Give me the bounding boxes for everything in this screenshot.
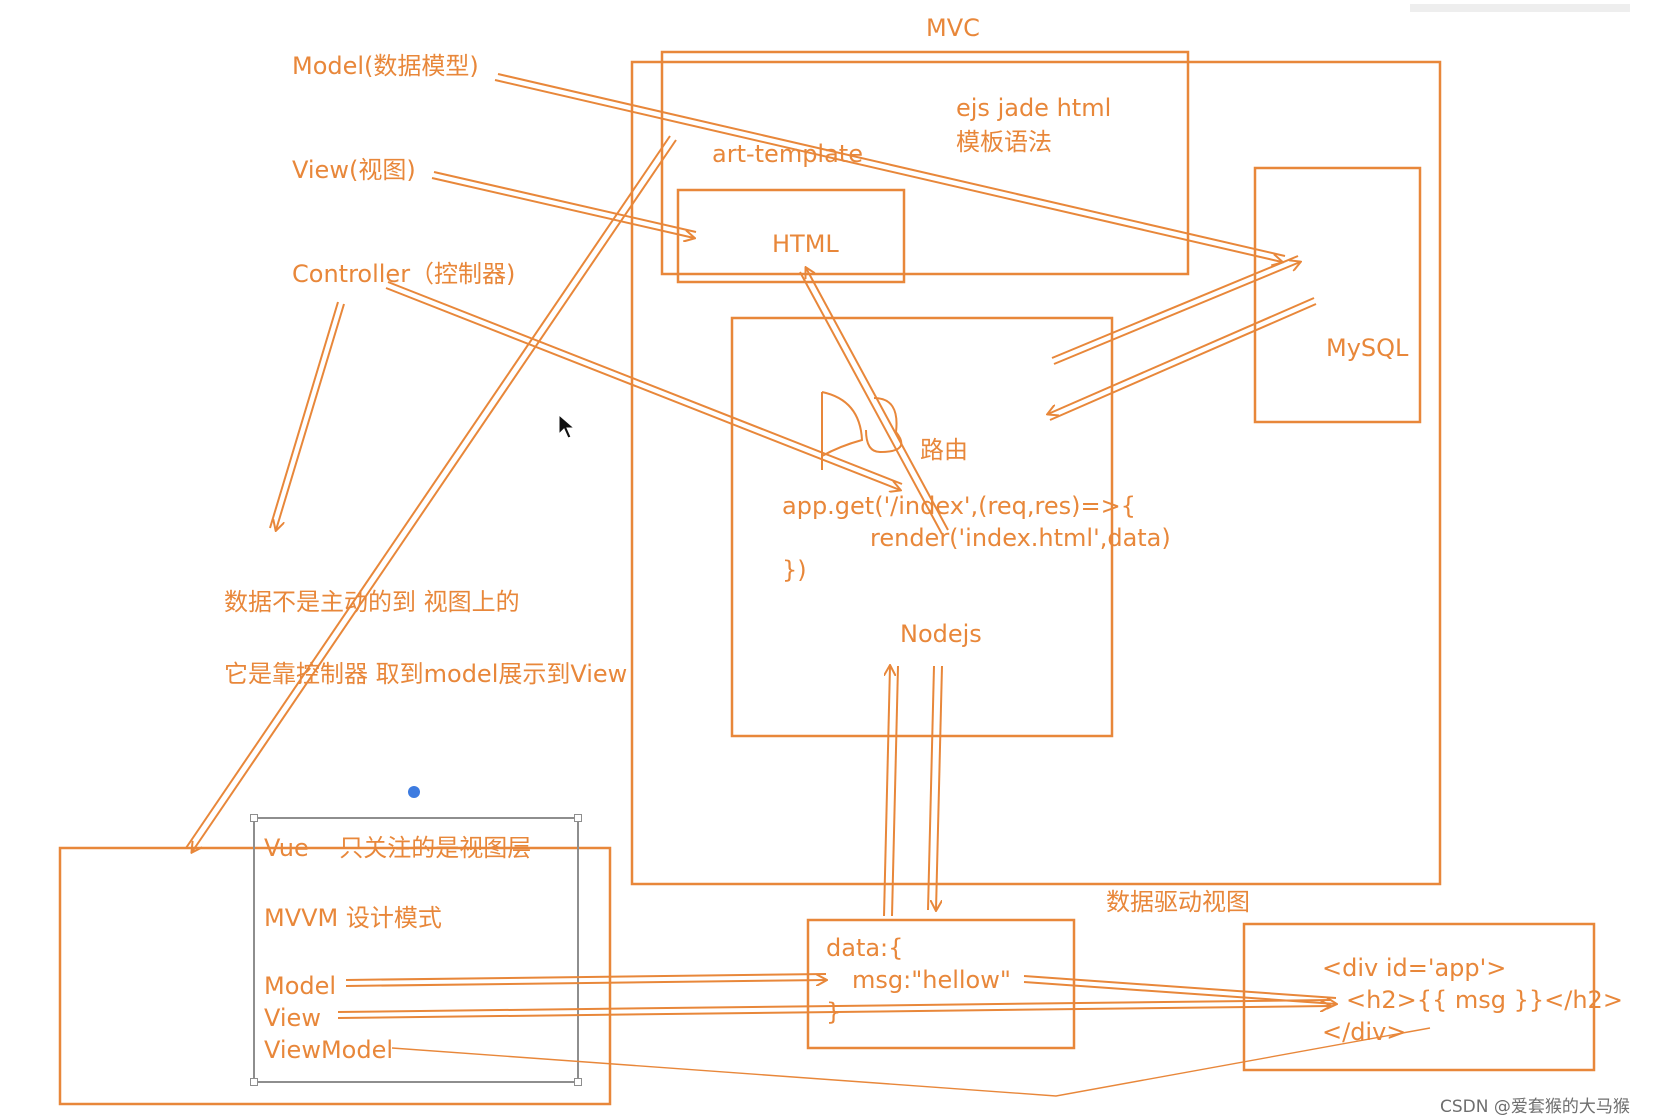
data-line-1: data:{ xyxy=(826,934,904,962)
router-sketch-icon xyxy=(821,391,903,470)
selection-handle-tr[interactable] xyxy=(574,814,582,822)
mvc-title: MVC xyxy=(926,14,980,42)
mysql-box xyxy=(1253,166,1422,424)
view-label: View(视图) xyxy=(292,156,416,184)
vue-note-label: Vue 只关注的是视图层 xyxy=(264,834,532,862)
nodejs-box xyxy=(730,316,1114,738)
art-template-label: art-template xyxy=(712,140,863,168)
vm-view-label: View xyxy=(264,1004,321,1032)
mvc-outer-box xyxy=(630,60,1442,886)
arrow-template-to-vue xyxy=(192,139,677,852)
arrow-view-to-html xyxy=(431,177,694,238)
data-box xyxy=(806,918,1076,1050)
router-label: 路由 xyxy=(920,436,968,464)
arrow-nodejs-to-mysql xyxy=(1053,262,1300,365)
mouse-pointer-icon xyxy=(558,414,576,439)
mvvm-label: MVVM 设计模式 xyxy=(264,904,442,932)
template-line-2: <h2>{{ msg }}</h2> xyxy=(1346,986,1623,1014)
arrow-vm-view-to-template xyxy=(337,1006,1330,1019)
arrow-vm-model-to-data xyxy=(345,980,826,987)
selection-handle-tl[interactable] xyxy=(250,814,258,822)
arrow-data-to-nodejs xyxy=(883,666,890,917)
code-line-1: app.get('/index',(req,res)=>{ xyxy=(782,492,1136,520)
note-line-2: 它是靠控制器 取到model展示到View xyxy=(224,660,628,688)
html-label: HTML xyxy=(772,230,839,258)
arrow-model-to-mysql xyxy=(494,79,1282,262)
arrow-controller-to-router xyxy=(385,287,900,490)
template-engine-box xyxy=(660,50,1190,276)
selection-handle-br[interactable] xyxy=(574,1078,582,1086)
vm-viewmodel-label: ViewModel xyxy=(264,1036,394,1064)
arrow-data-to-template xyxy=(1023,981,1336,1004)
selection-box[interactable] xyxy=(253,817,579,1083)
data-driven-view-label: 数据驱动视图 xyxy=(1106,888,1250,916)
template-syntax-label: 模板语法 xyxy=(956,128,1052,156)
vm-model-label: Model xyxy=(264,972,337,1000)
data-line-2: msg:"hellow" xyxy=(852,966,1011,994)
controller-label: Controller（控制器) xyxy=(292,260,516,288)
note-line-1: 数据不是主动的到 视图上的 xyxy=(224,588,520,616)
arrow-mysql-to-nodejs xyxy=(1048,297,1315,414)
code-line-2: render('index.html',data) xyxy=(870,524,1171,552)
template-line-3: </div> xyxy=(1322,1018,1407,1046)
ejs-jade-html-label: ejs jade html xyxy=(956,94,1112,122)
viewmodel-link-line xyxy=(391,1027,1431,1097)
window-top-bar xyxy=(1410,4,1630,12)
nodejs-label: Nodejs xyxy=(900,620,982,648)
blue-dot-icon[interactable] xyxy=(408,786,420,798)
csdn-watermark: CSDN @爱套猴的大马猴 xyxy=(1440,1097,1630,1117)
html-box xyxy=(676,188,906,284)
selection-handle-bl[interactable] xyxy=(250,1078,258,1086)
arrow-controller-down xyxy=(276,303,345,530)
mysql-label: MySQL xyxy=(1326,334,1409,362)
arrow-nodejs-to-data xyxy=(936,665,943,910)
model-label: Model(数据模型) xyxy=(292,52,479,80)
data-line-3: } xyxy=(826,998,842,1026)
code-line-3: }) xyxy=(782,556,807,584)
template-line-1: <div id='app'> xyxy=(1322,954,1507,982)
